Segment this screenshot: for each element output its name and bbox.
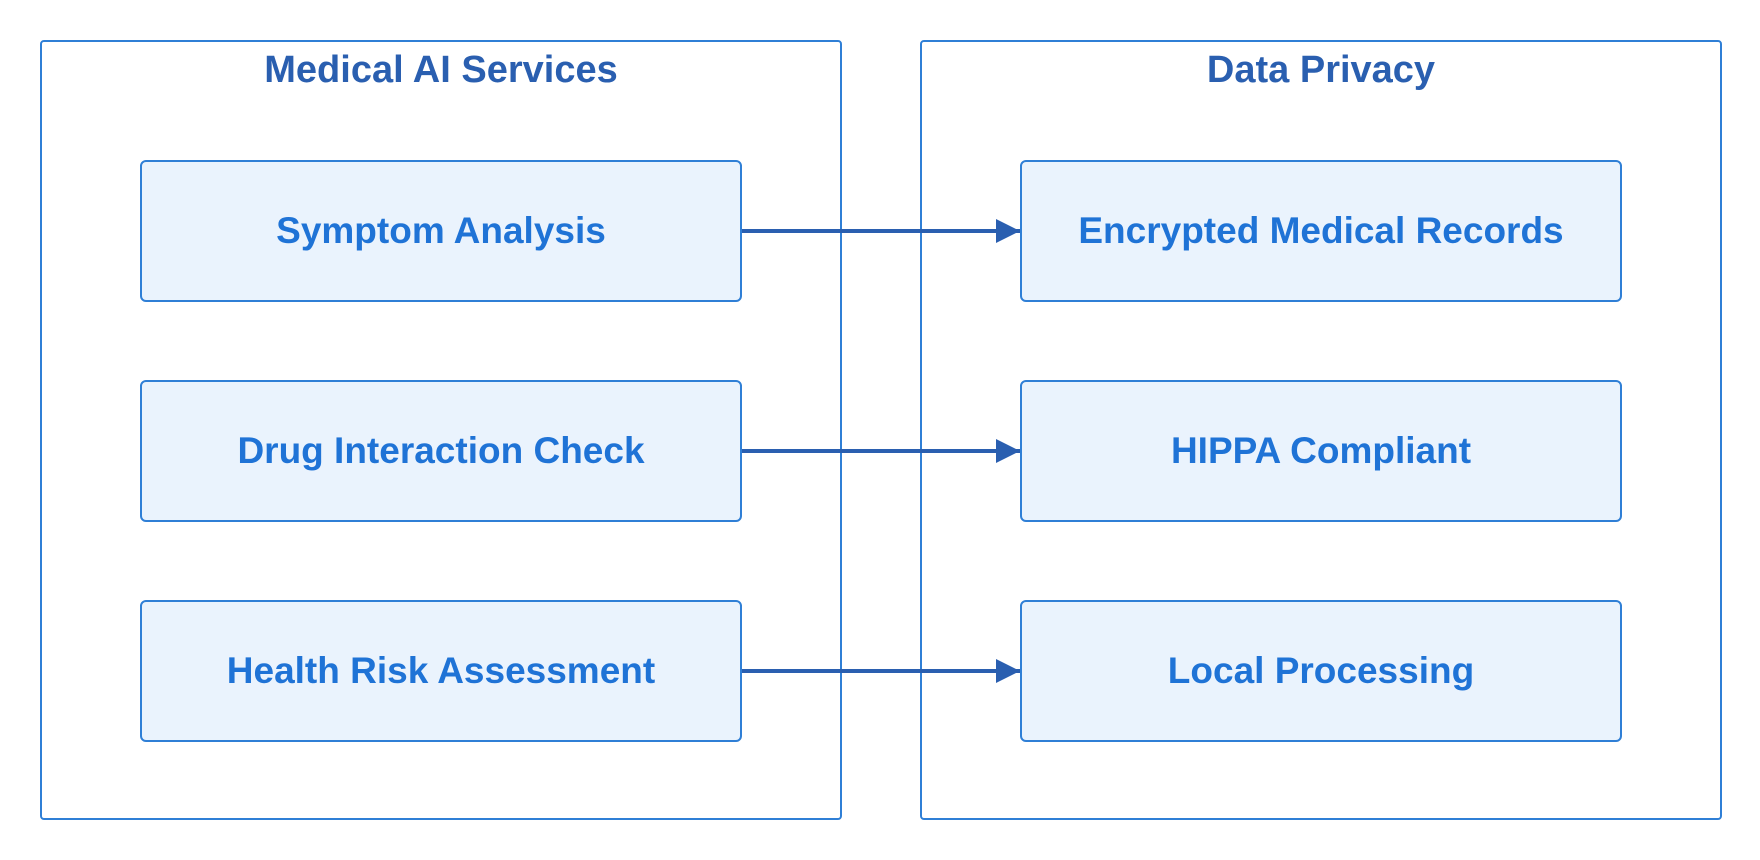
group-title-medical-ai-services: Medical AI Services (264, 49, 618, 91)
node-local-processing[interactable]: Local Processing (1020, 600, 1622, 742)
node-hippa-compliant[interactable]: HIPPA Compliant (1020, 380, 1622, 522)
node-symptom-analysis[interactable]: Symptom Analysis (140, 160, 742, 302)
group-title-data-privacy: Data Privacy (1206, 49, 1436, 91)
node-drug-interaction-check[interactable]: Drug Interaction Check (140, 380, 742, 522)
node-health-risk-assessment[interactable]: Health Risk Assessment (140, 600, 742, 742)
node-encrypted-medical-records[interactable]: Encrypted Medical Records (1020, 160, 1622, 302)
